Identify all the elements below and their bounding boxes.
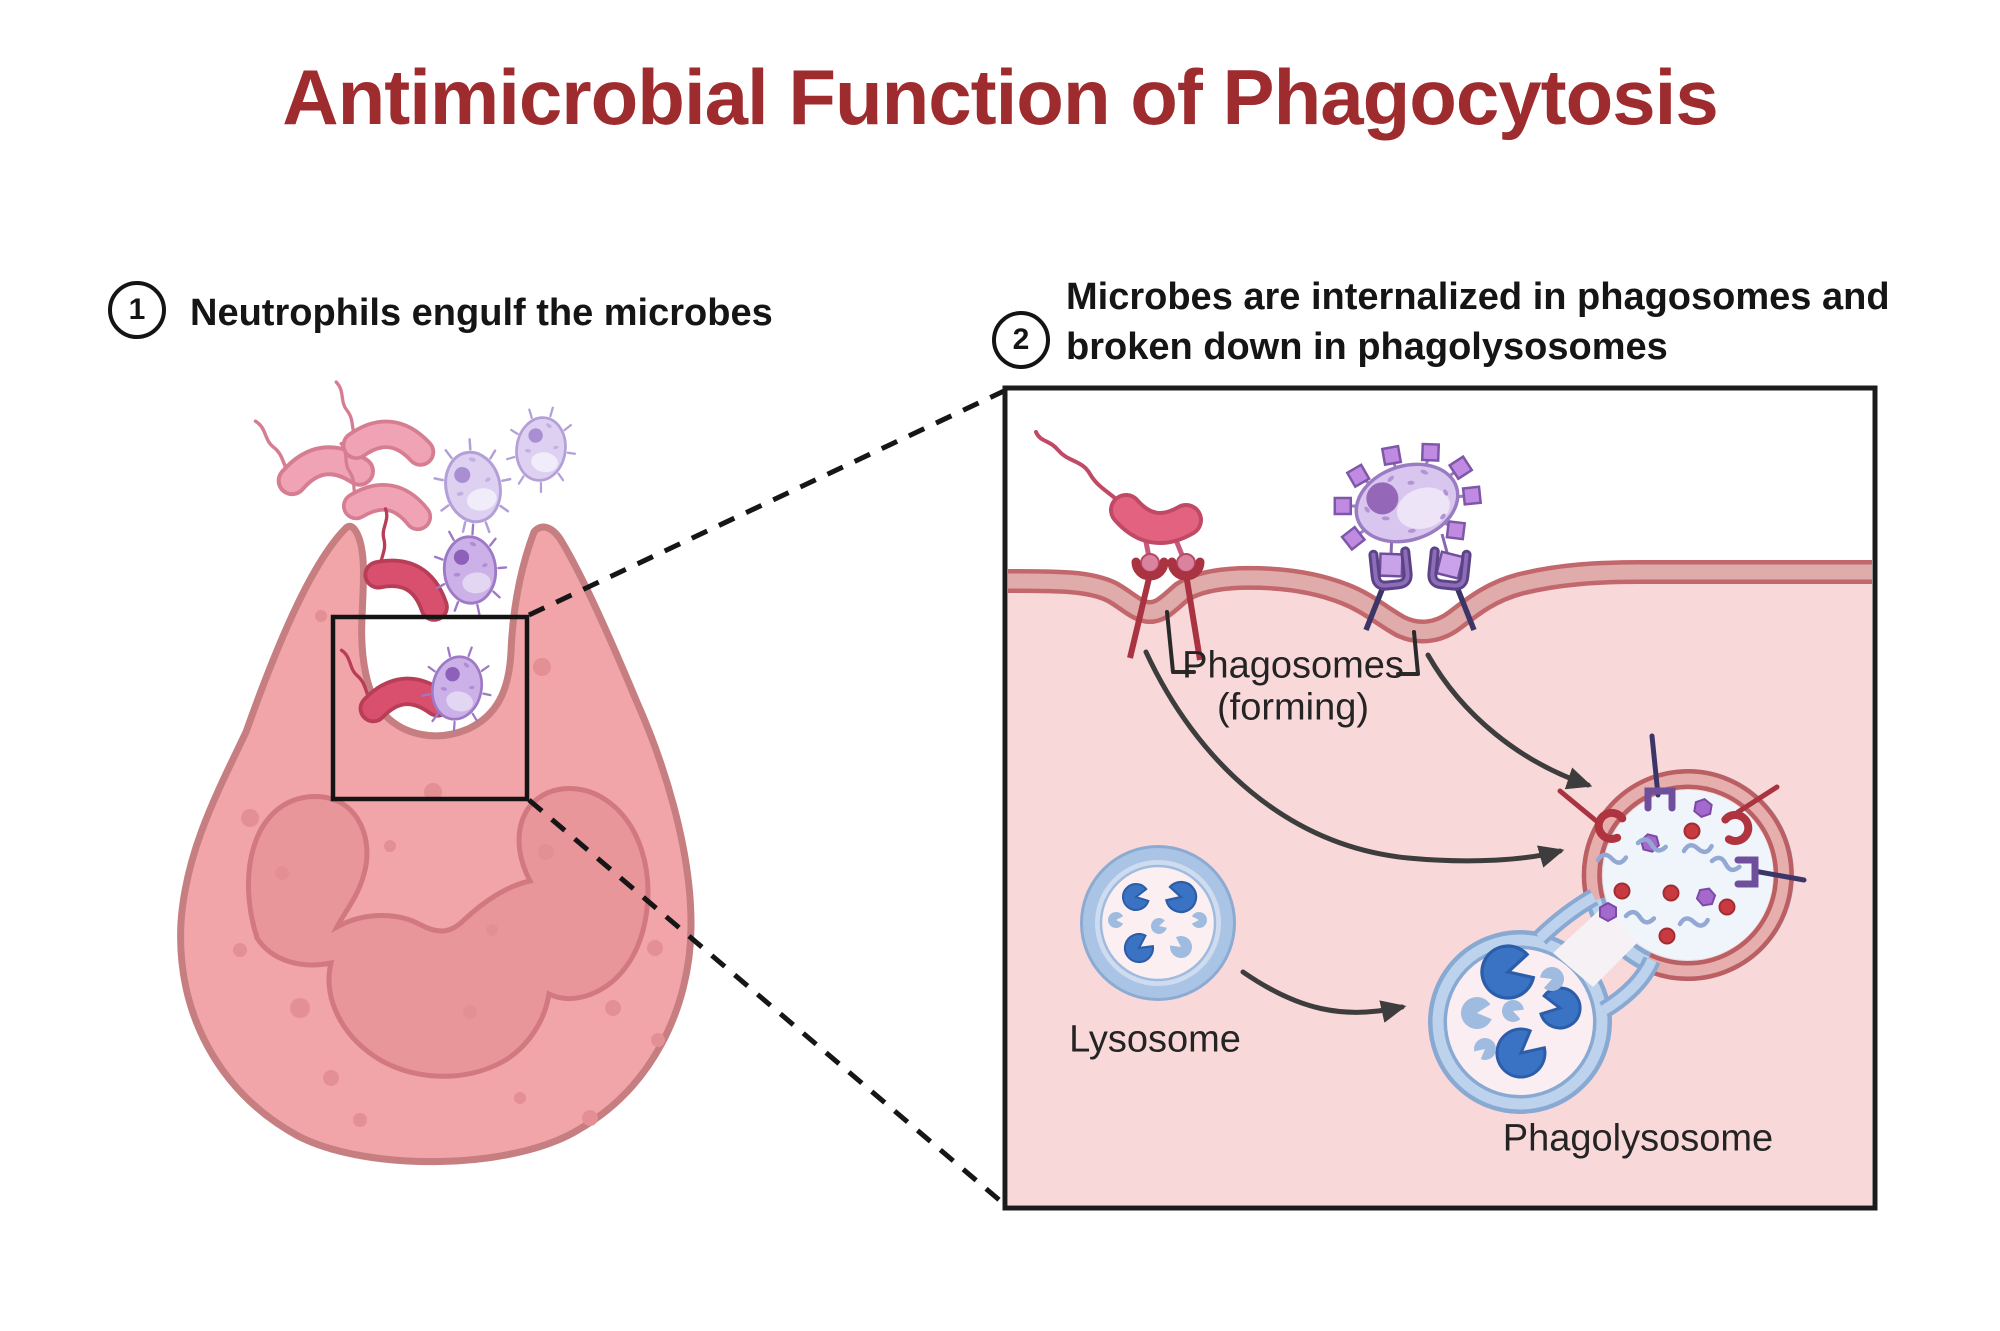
dashed-connectors [527,388,1006,1206]
microbe-body [1333,442,1483,552]
dashed-connector-bottom [527,798,1006,1206]
phagolysosome [1428,733,1807,1114]
step-2-label: Microbes are internalized in phagosomes … [1066,272,1890,372]
arrow-lysosome-to-phagolysosome [1240,969,1407,1023]
neutrophil-granules [233,610,665,1127]
cytoplasm [1008,581,1872,1205]
dashed-connector-top [527,388,1006,618]
step-2-label-line2: broken down in phagolysosomes [1066,326,1668,368]
lysosome [1080,845,1236,1001]
phagosomes-forming-label: (forming) [1216,686,1370,729]
arrow-right-dip-to-phagosome [1425,652,1593,790]
zoom-square [330,614,530,802]
step-2-badge: 2 [992,311,1050,369]
flagellum [1034,430,1128,510]
neutrophil-illustration [177,382,1006,1206]
phagosome-spikes [1557,733,1807,883]
arrow-left-dip-to-phagosome [1143,649,1565,868]
phagosomes-label: Phagosomes [1182,644,1404,687]
phagosome-label-brackets [1165,610,1420,676]
purple-receptor-icon [1431,551,1466,587]
antigen-squares [1333,442,1483,552]
phagolysosome-label: Phagolysosome [1502,1117,1774,1160]
docking-microbe [1333,442,1483,632]
step-2-number: 2 [1012,323,1030,356]
page-title: Antimicrobial Function of Phagocytosis [282,53,1718,141]
zoom-panel [1002,385,1878,1211]
plasma-membrane [1008,560,1872,644]
docking-bacterium [1034,430,1200,661]
step-2-label-line1: Microbes are internalized in phagosomes … [1066,276,1890,318]
flow-arrows [1143,649,1593,1023]
step-1-badge: 1 [108,281,166,339]
digested-debris [1596,791,1755,945]
step-1-label: Neutrophils engulf the microbes [190,292,773,334]
step-1-number: 1 [128,293,146,326]
neutrophil-nucleus [245,785,651,1079]
lysosome-label: Lysosome [1069,1018,1241,1061]
